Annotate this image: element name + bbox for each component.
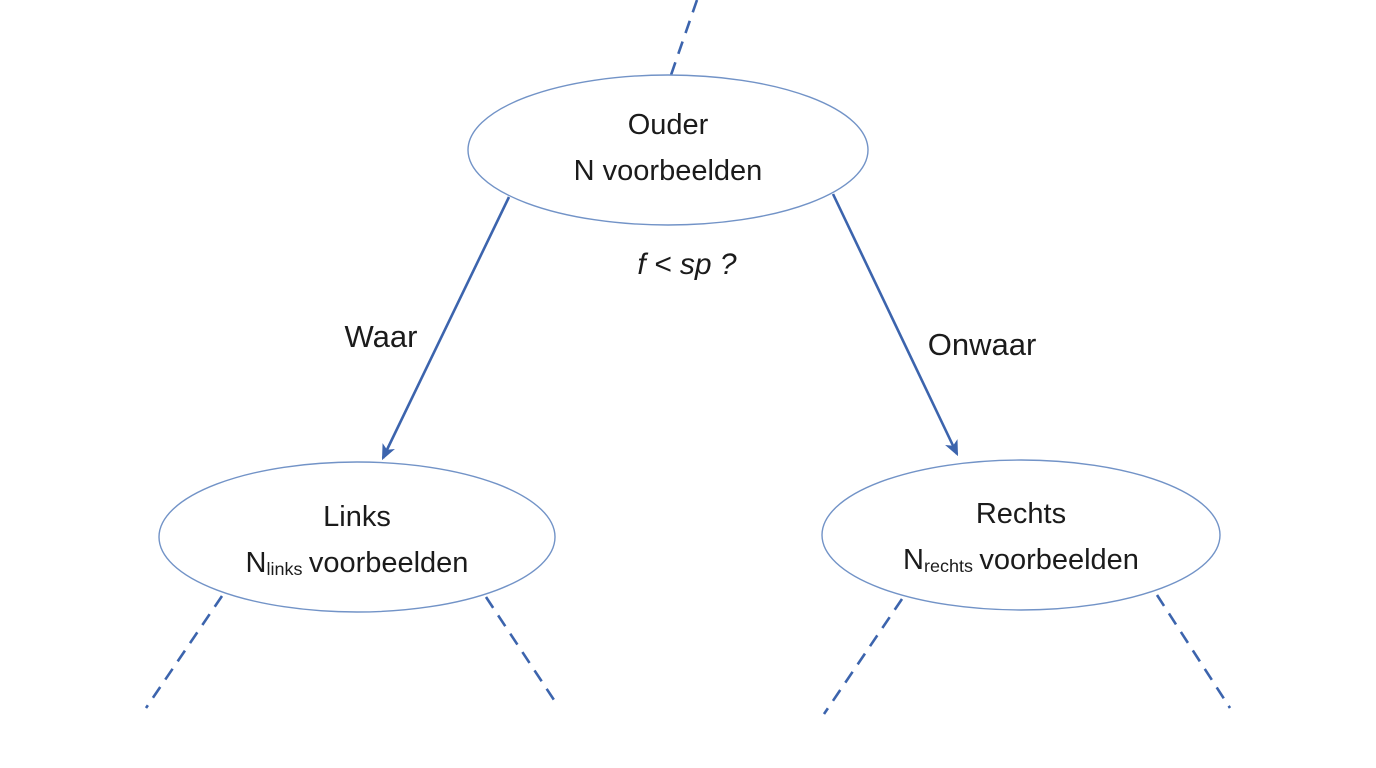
left-count-unit: voorbeelden [308,547,469,579]
right-node-title: Rechts [975,498,1067,530]
left-branch-arrow [381,196,511,461]
right-branch-arrow [831,193,959,457]
root-node-ellipse [467,74,869,226]
right-count-symbol: N [903,544,924,576]
left-count-subscript: links [266,559,303,580]
split-condition-label: f < sp ? [637,248,737,281]
left-node-left-dashed-stub [144,595,224,709]
right-node-ellipse [821,459,1221,611]
left-branch-label: Waar [344,319,418,354]
left-node-title: Links [323,501,391,533]
right-node-text: Rechts Nrechts voorbeelden [811,491,1231,586]
right-node-right-dashed-stub [1155,594,1232,709]
right-node-left-dashed-stub [822,598,904,715]
left-count-symbol: N [245,547,267,579]
left-node-right-dashed-stub [484,596,560,707]
root-node-text: Ouder N voorbeelden [458,102,878,194]
left-node-ellipse [158,461,556,613]
root-incoming-dashed-connector [669,0,699,76]
right-branch-label: Onwaar [927,327,1037,362]
root-node-title: Ouder [627,109,709,141]
right-node-count: Nrechts voorbeelden [811,537,1231,586]
right-count-unit: voorbeelden [979,544,1139,576]
right-count-subscript: rechts [924,556,973,577]
root-node-count: N voorbeelden [573,155,763,187]
